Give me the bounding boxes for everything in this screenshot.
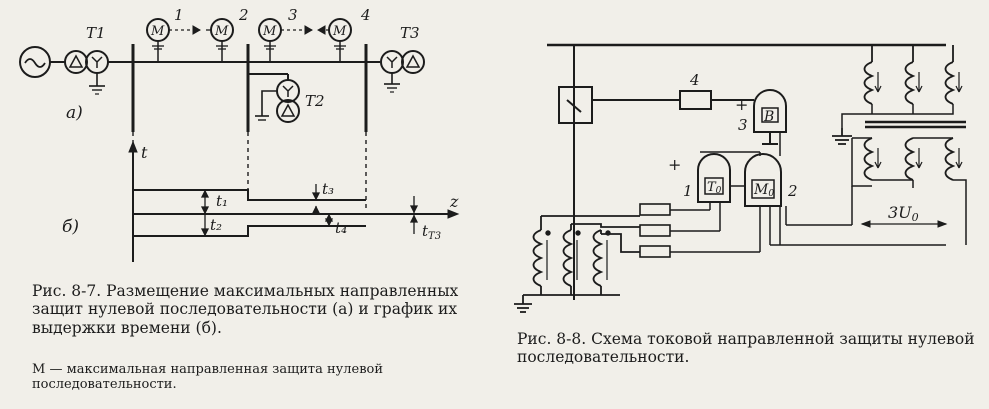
delay-label-t2: t₂ <box>210 216 222 234</box>
bus-label-4: 4 <box>360 6 371 24</box>
delay-label-tt3: tТ3 <box>422 222 441 242</box>
figure-8-8-caption: Рис. 8-8. Схема токовой направленной защ… <box>517 330 975 367</box>
delay-label-t1: t₁ <box>216 192 228 210</box>
bus-label-1: 1 <box>174 6 184 24</box>
figure-8-7-caption: Рис. 8-7. Размещение максимальных направ… <box>32 282 459 337</box>
relay-2-number: 2 <box>787 182 798 200</box>
relay-b <box>753 89 787 145</box>
delay-label-t4: t₄ <box>335 219 347 237</box>
delay-label-t3: t₃ <box>322 180 334 198</box>
relay-m-label-2: M <box>214 24 229 39</box>
relay-m0-letter: M0 <box>753 182 774 199</box>
figure-8-7-note: М — максимальная направленная защита нул… <box>32 362 384 393</box>
protection-relay-4 <box>316 18 352 62</box>
transformer-t1-label: T1 <box>86 24 106 42</box>
protection-relay-1 <box>146 18 202 62</box>
relay-m-label-1: M <box>150 24 165 39</box>
resistor-2 <box>639 224 671 237</box>
relay-m0 <box>744 153 782 207</box>
protection-relay-3 <box>258 18 314 62</box>
relay-4-number: 4 <box>689 71 700 89</box>
time-axis-label: t <box>141 143 148 162</box>
current-transformer-coils <box>514 215 640 313</box>
relay-b-letter: B <box>763 109 774 125</box>
transformer-t1-symbol <box>64 50 109 95</box>
transformer-t2-symbol <box>248 73 300 123</box>
relay-m-label-4: M <box>332 24 347 39</box>
transformer-t3-symbol <box>380 50 425 93</box>
panel-a-label: а) <box>66 103 83 123</box>
protection-relay-2 <box>206 18 234 62</box>
distance-axis-label: z <box>449 192 459 211</box>
delay-step-upper <box>133 189 366 201</box>
relay-1-number: 1 <box>683 182 693 200</box>
distance-axis <box>133 209 460 219</box>
plus-sign-t0: + <box>668 155 681 174</box>
panel-b-label: б) <box>62 217 79 237</box>
plus-sign-b: + <box>735 95 748 114</box>
relay-m-label-3: M <box>262 24 277 39</box>
voltage-transformer <box>785 45 967 245</box>
resistor-1 <box>639 203 671 216</box>
circuit-breaker-symbol <box>558 86 593 124</box>
transformer-t2-label: T2 <box>305 92 325 110</box>
bus-label-3: 3 <box>288 6 298 24</box>
relay-4-block <box>592 90 754 110</box>
voltage-label: 3U0 <box>888 203 919 224</box>
time-axis <box>128 140 138 262</box>
relay-3-number: 3 <box>738 116 748 134</box>
relay-t0 <box>697 153 731 203</box>
delay-step-lower <box>133 225 366 237</box>
resistor-3 <box>639 245 671 258</box>
transformer-t3-label: T3 <box>400 24 420 42</box>
relay-t0-letter: T0 <box>707 180 722 196</box>
generator-symbol <box>19 46 51 78</box>
bus-label-2: 2 <box>238 6 249 24</box>
